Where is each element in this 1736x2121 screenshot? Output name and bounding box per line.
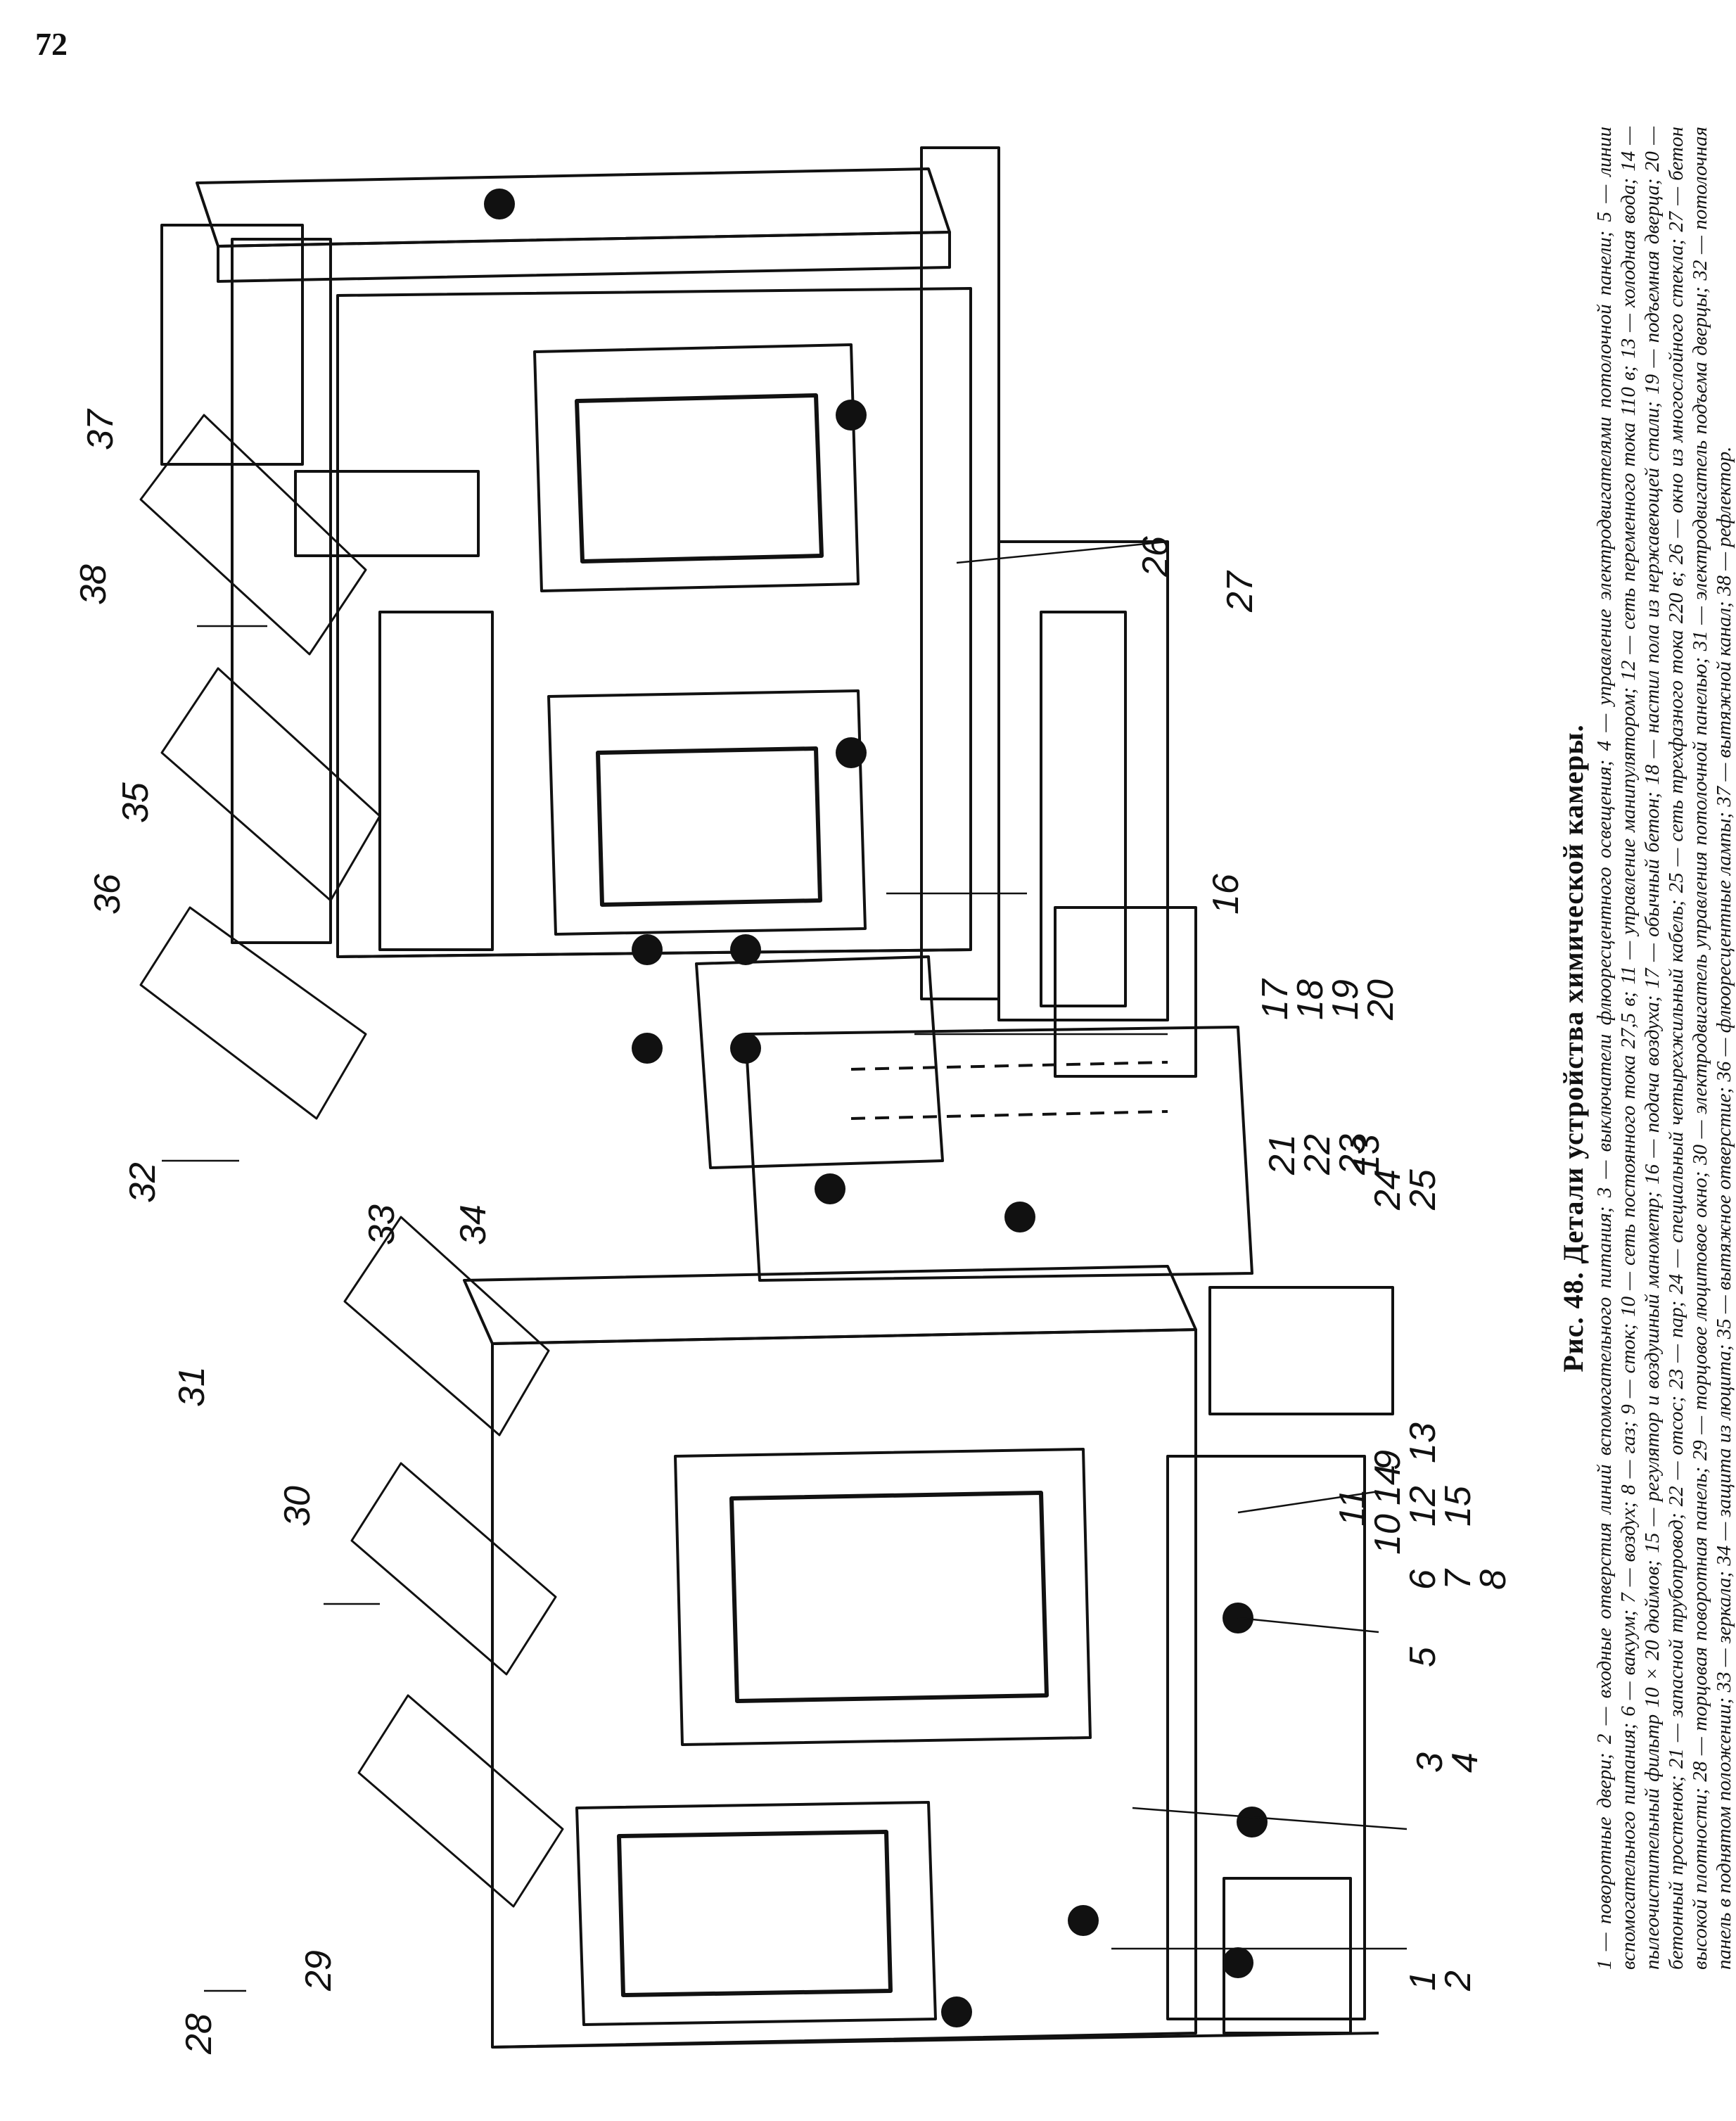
- callout-label: 29: [298, 1950, 339, 1992]
- page-number: 72: [35, 26, 68, 62]
- front-chamber: [463, 1265, 1394, 2049]
- callout-label: 10: [1367, 1514, 1408, 1555]
- callout-label: 1: [1403, 1970, 1443, 1991]
- callout-label: 36: [87, 874, 128, 915]
- callout-label: 15: [1438, 1485, 1479, 1527]
- callout-label: 38: [73, 564, 114, 605]
- callout-labels: 1 2 3 4 5 6 7 8 9 10 11 12 13 13 14 15 1…: [73, 408, 1514, 2055]
- callout-label: 32: [122, 1162, 163, 1203]
- callout-label: 35: [115, 782, 156, 823]
- lighting-fixtures: [139, 414, 564, 1908]
- callout-label: 5: [1403, 1646, 1443, 1667]
- callout-label: 17: [1255, 978, 1296, 1020]
- callout-label: 8: [1473, 1569, 1514, 1590]
- callout-label: 34: [453, 1204, 494, 1245]
- callout-label: 24: [1367, 1169, 1408, 1211]
- rear-chamber: [196, 146, 1197, 1169]
- callout-label: 27: [1220, 570, 1260, 613]
- callout-label: 23: [1332, 1134, 1373, 1176]
- ducts: [160, 224, 1253, 1282]
- ports: [484, 189, 1268, 2027]
- callout-label: 4: [1445, 1752, 1486, 1773]
- leader-lines: [162, 540, 1408, 1992]
- callout-label: 31: [172, 1366, 212, 1407]
- callout-label: 25: [1403, 1168, 1443, 1211]
- caption-title: Рис. 48. Детали устройства химической ка…: [1557, 724, 1589, 1372]
- callout-label: 13: [1346, 1134, 1387, 1175]
- callout-label: 22: [1297, 1134, 1338, 1176]
- callout-label: 11: [1332, 1489, 1373, 1527]
- callout-label: 3: [1410, 1752, 1450, 1773]
- caption-legend: 1 — поворотные двери; 2 — входные отверс…: [1593, 127, 1735, 1970]
- callout-label: 28: [179, 2013, 219, 2055]
- callout-label: 37: [80, 408, 121, 450]
- callout-label: 9: [1367, 1450, 1408, 1470]
- callout-label: 20: [1360, 979, 1401, 1021]
- callout-label: 30: [277, 1486, 318, 1527]
- callout-label: 26: [1135, 536, 1176, 578]
- figure-caption: Рис. 48. Детали устройства химической ка…: [1557, 127, 1735, 1970]
- callout-label: 21: [1262, 1134, 1303, 1176]
- callout-label: 19: [1325, 979, 1366, 1020]
- callout-label: 14: [1367, 1465, 1408, 1505]
- callout-label: 18: [1290, 979, 1331, 1020]
- chemical-chamber-illustration: 1 2 3 4 5 6 7 8 9 10 11 12 13 13 14 15 1…: [42, 120, 1540, 2082]
- callout-label: 2: [1438, 1970, 1479, 1992]
- callout-label: 33: [362, 1204, 402, 1245]
- callout-label: 12: [1403, 1486, 1443, 1527]
- callout-label: 16: [1206, 874, 1246, 915]
- callout-label: 13: [1403, 1422, 1443, 1463]
- callout-label: 6: [1403, 1569, 1443, 1590]
- callout-label: 7: [1438, 1568, 1479, 1590]
